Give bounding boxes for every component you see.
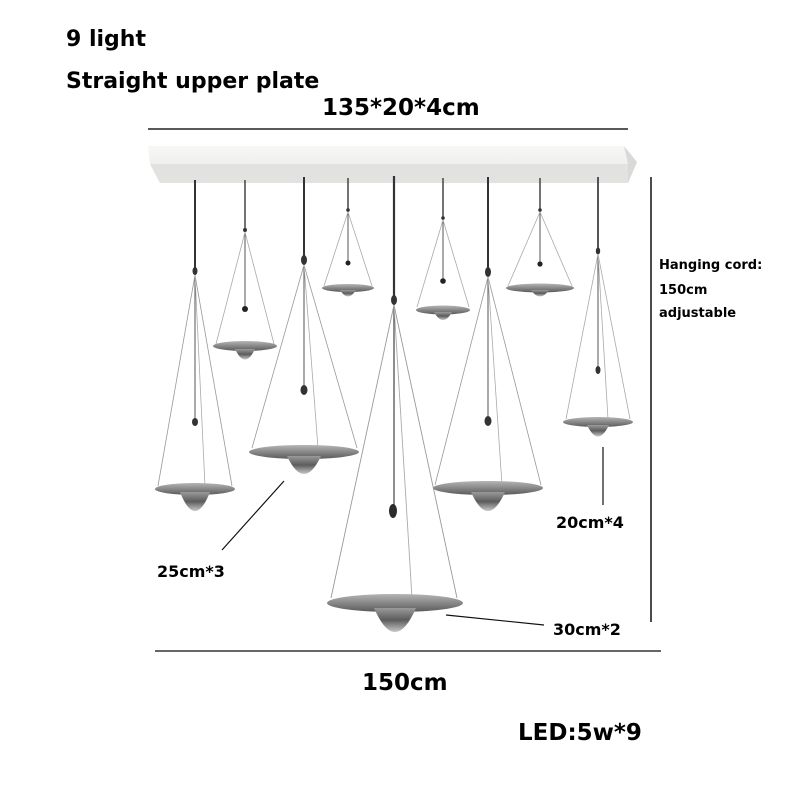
- pendant-2: [213, 180, 277, 360]
- hanging-cord-label: Hanging cord:: [659, 258, 763, 273]
- overall-width-label: 150cm: [362, 670, 448, 696]
- pendant-9: [563, 177, 633, 437]
- pendant-3: [249, 177, 359, 474]
- pendant-5: [327, 176, 463, 632]
- pendant-8: [506, 178, 574, 297]
- small-shade-label: 20cm*4: [556, 513, 624, 532]
- canopy-plate: [148, 146, 637, 183]
- hanging-cord-note: adjustable: [659, 306, 737, 321]
- pendant-6: [416, 178, 470, 320]
- large-shade-leader: [445, 614, 545, 626]
- page-subtitle: Straight upper plate: [66, 69, 320, 94]
- pendant-4: [322, 178, 374, 297]
- pendant-1: [155, 180, 235, 511]
- hanging-cord-length: 150cm: [659, 283, 708, 298]
- led-spec-label: LED:5w*9: [518, 720, 642, 746]
- medium-shade-label: 25cm*3: [157, 562, 225, 581]
- page-title: 9 light: [66, 27, 146, 52]
- pendant-7: [433, 177, 543, 511]
- medium-shade-leader: [221, 480, 285, 551]
- canopy-dimension-label: 135*20*4cm: [322, 95, 480, 121]
- large-shade-label: 30cm*2: [553, 620, 621, 639]
